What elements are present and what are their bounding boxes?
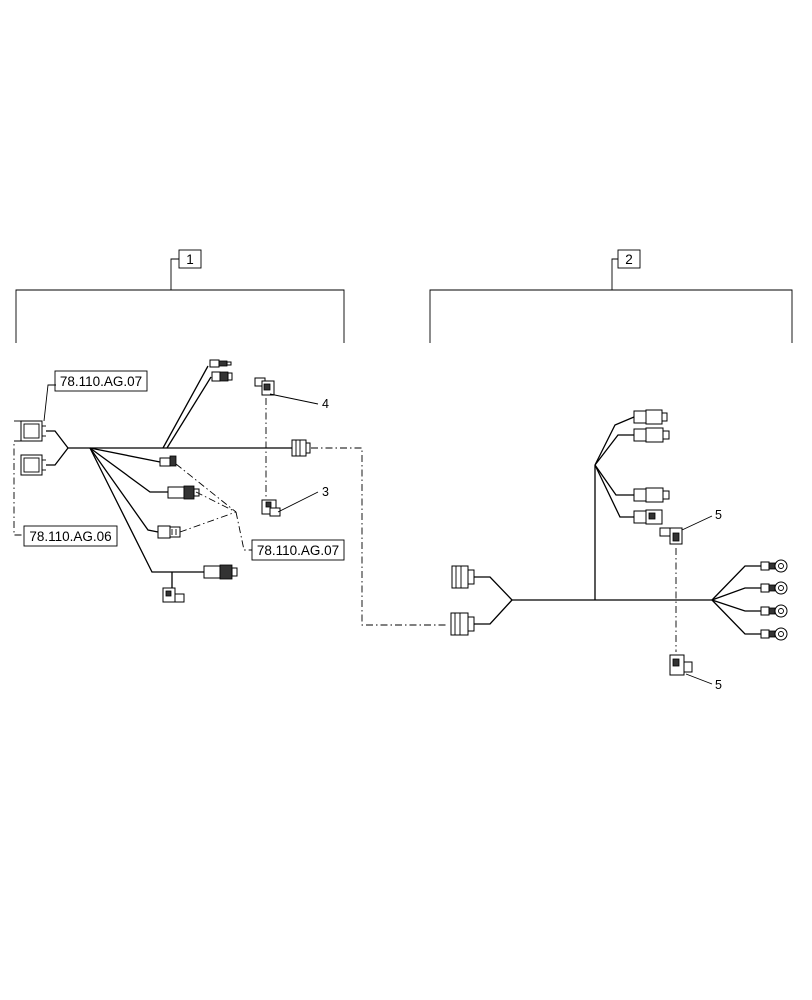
small-connector-top-b: [211, 371, 233, 382]
ref-box-middle-right[interactable]: 78.110.AG.07: [251, 539, 345, 561]
round-connector-lower: [450, 612, 475, 636]
item-3-connector: [261, 499, 281, 517]
ref-upper-left-text: 78.110.AG.07: [60, 374, 142, 389]
harness-2: [450, 409, 788, 676]
callout-5-top: 5: [715, 508, 722, 522]
ring-terminal-2: [760, 581, 788, 595]
ref-lower-left-text: 78.110.AG.06: [29, 529, 111, 544]
large-connector-upper: [20, 420, 46, 442]
ref-box-upper-left[interactable]: 78.110.AG.07: [54, 370, 148, 392]
group-1-label: 1: [186, 252, 194, 267]
round-connector: [291, 439, 311, 457]
connector-bottom-small: [162, 587, 185, 603]
ring-terminal-1: [760, 559, 788, 573]
harness-1: [20, 359, 311, 603]
connector-rect-mid: [157, 525, 181, 539]
large-connector-lower: [20, 454, 46, 476]
connector-h2-d: [633, 509, 663, 525]
connector-h2-c: [633, 487, 670, 503]
connector-small-plug: [159, 455, 177, 467]
ref-box-lower-left[interactable]: 78.110.AG.06: [23, 525, 118, 547]
ref-middle-right-text: 78.110.AG.07: [257, 543, 339, 558]
group-2-bracket: 2: [429, 249, 793, 343]
small-connector-top-a: [209, 359, 232, 368]
ring-terminal-4: [760, 627, 788, 641]
item-5-connector-bottom: [669, 654, 693, 676]
callout-4: 4: [322, 397, 329, 411]
round-connector-upper: [451, 565, 475, 589]
connector-h2-a: [633, 409, 668, 425]
group-1-bracket: 1: [15, 249, 345, 343]
connector-h2-b: [633, 427, 670, 443]
item-4-connector: [254, 377, 275, 396]
ring-terminal-3: [760, 604, 788, 618]
connector-long-cylinder: [203, 564, 238, 580]
connector-cylinder: [167, 485, 200, 500]
callout-5-bottom: 5: [715, 678, 722, 692]
group-2-label: 2: [625, 252, 633, 267]
callout-3: 3: [322, 485, 329, 499]
item-5-connector-top: [659, 527, 683, 545]
